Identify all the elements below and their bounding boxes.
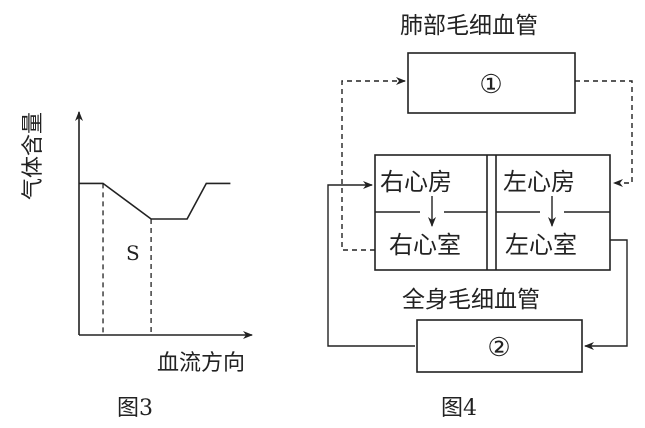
y-axis-label: 气体含量 [21, 112, 46, 200]
systemic-capillaries-label: 全身毛细血管 [402, 287, 540, 313]
figure-3: 气体含量 血流方向 S 图3 [21, 111, 253, 421]
figure-4: 肺部毛细血管 ① 右心房 右心室 左心房 左心室 全身毛细血 [327, 13, 633, 421]
pulmonary-capillary-box [407, 52, 576, 114]
systemic-capillary-box [416, 319, 583, 373]
marker-2: ② [487, 333, 510, 363]
aorta-path [584, 239, 628, 350]
pulmonary-artery-path [341, 77, 406, 251]
left-ventricle-label: 左心室 [505, 231, 577, 259]
vena-cava-path [327, 181, 415, 347]
chart-marks [79, 182, 231, 335]
right-ventricle-label: 右心室 [389, 231, 461, 259]
heart-diagram: 右心房 右心室 左心房 左心室 [374, 154, 611, 271]
right-atrium-label: 右心房 [380, 168, 452, 196]
x-axis-label: 血流方向 [157, 351, 245, 376]
marker-1: ① [479, 70, 502, 100]
pulmonary-vein-path [575, 80, 633, 187]
y-axis-label-text: 气体含量 [21, 112, 46, 200]
pulmonary-capillaries-label: 肺部毛细血管 [400, 13, 538, 39]
figure-4-caption: 图4 [441, 396, 477, 421]
left-atrium-label: 左心房 [503, 168, 575, 196]
region-s-label: S [126, 241, 140, 265]
figure-3-caption: 图3 [117, 396, 153, 421]
gas-content-line [79, 182, 231, 220]
